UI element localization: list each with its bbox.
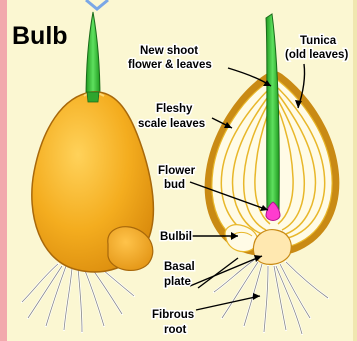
label-bulbil: Bulbil bbox=[160, 231, 192, 243]
label-basal-plate-line2: plate bbox=[164, 276, 191, 288]
label-fleshy-line1: Fleshy bbox=[156, 103, 193, 115]
label-tunica-line1: Tunica bbox=[300, 35, 337, 47]
label-new-shoot-line2: flower & leaves bbox=[128, 59, 212, 71]
basal-plate bbox=[253, 230, 291, 265]
left-border bbox=[0, 0, 7, 341]
label-flower-bud-line1: Flower bbox=[158, 165, 196, 177]
label-fibrous-root-line2: root bbox=[164, 324, 187, 336]
right-border bbox=[353, 0, 357, 341]
label-flower-bud-line2: bud bbox=[164, 179, 185, 191]
diagram-title: Bulb bbox=[12, 22, 68, 50]
label-tunica-line2: (old leaves) bbox=[285, 49, 348, 61]
label-new-shoot-line1: New shoot bbox=[140, 45, 198, 57]
label-fleshy-line2: scale leaves bbox=[138, 118, 205, 130]
label-basal-plate-line1: Basal bbox=[164, 261, 195, 273]
label-fibrous-root-line1: Fibrous bbox=[152, 309, 194, 321]
